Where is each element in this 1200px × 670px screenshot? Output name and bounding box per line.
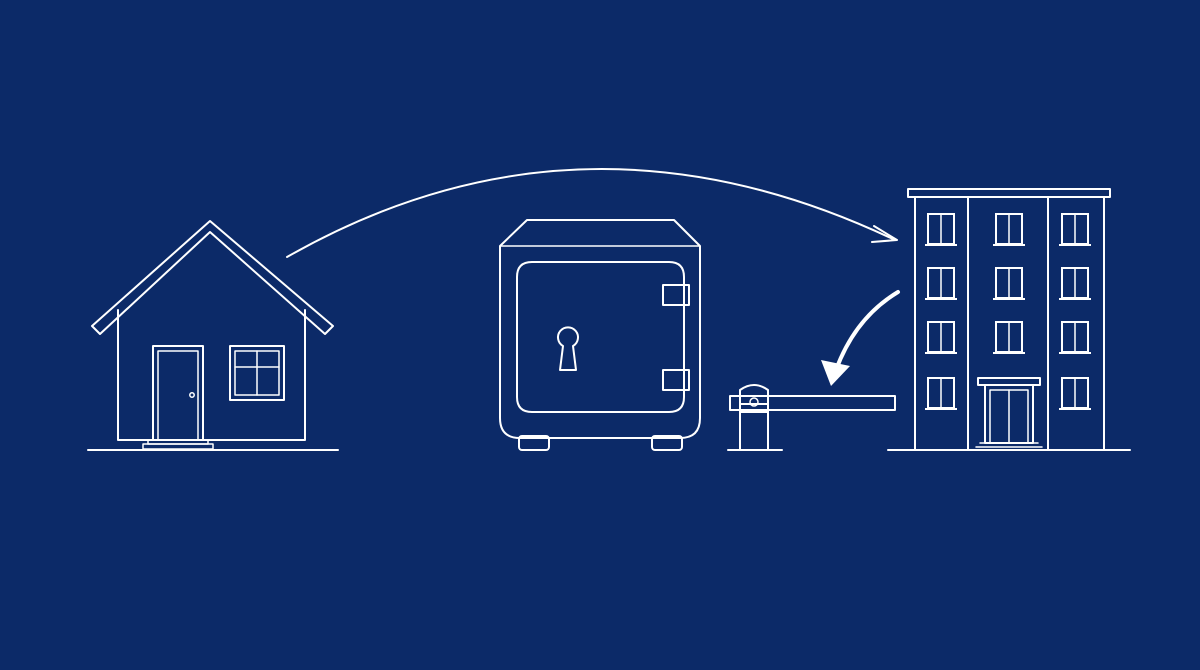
building-entrance bbox=[975, 377, 1043, 448]
house-icon bbox=[87, 220, 339, 451]
building-window bbox=[993, 267, 1025, 300]
house-steps bbox=[142, 439, 214, 450]
arrow-head bbox=[871, 225, 898, 243]
arrow-house-to-building bbox=[286, 168, 898, 258]
safe-foot-right bbox=[651, 435, 683, 451]
bold-arrow-curve bbox=[834, 290, 900, 372]
building-window bbox=[993, 213, 1025, 246]
house-roof bbox=[91, 220, 334, 335]
barrier-pivot-bolt bbox=[749, 397, 759, 407]
building-roof-cap bbox=[907, 188, 1111, 198]
barrier-post bbox=[739, 403, 769, 451]
barrier-pivot bbox=[739, 384, 769, 413]
safe-hinge-top bbox=[662, 284, 690, 306]
building-window bbox=[925, 213, 957, 246]
building-window bbox=[1059, 267, 1091, 300]
building-window bbox=[925, 377, 957, 410]
building-windows bbox=[925, 213, 1091, 410]
safe-body bbox=[499, 219, 701, 439]
house-walls bbox=[117, 309, 306, 441]
house-window bbox=[229, 345, 285, 401]
house-door bbox=[152, 345, 204, 441]
bold-arrow-head bbox=[821, 360, 850, 386]
building-window bbox=[925, 321, 957, 354]
barrier-arm bbox=[729, 395, 896, 411]
building-window bbox=[1059, 213, 1091, 246]
arrow-curve bbox=[286, 168, 896, 258]
building-window bbox=[925, 267, 957, 300]
boom-barrier-icon bbox=[727, 384, 896, 451]
arrow-building-to-barrier bbox=[821, 290, 900, 386]
safe-foot-left bbox=[518, 435, 550, 451]
apartment-building-icon bbox=[887, 188, 1131, 451]
building-window bbox=[1059, 321, 1091, 354]
building-window bbox=[993, 321, 1025, 354]
safe-icon bbox=[499, 219, 701, 451]
building-window bbox=[1059, 377, 1091, 410]
safe-hinge-bottom bbox=[662, 369, 690, 391]
keyhole-icon bbox=[557, 326, 579, 371]
